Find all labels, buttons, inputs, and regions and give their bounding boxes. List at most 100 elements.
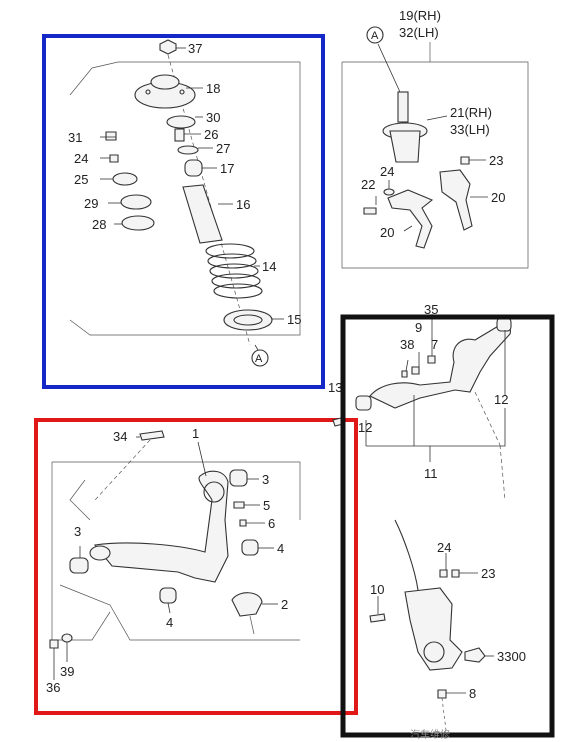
strut-assembly-group	[69, 39, 301, 367]
label-21rh: 21(RH)	[450, 105, 492, 120]
knuckle-bolt-24	[439, 569, 448, 578]
label-15: 15	[287, 312, 301, 327]
watermark-text: 汽车维修	[410, 728, 450, 741]
lower-arm-bushing-4-right	[241, 539, 259, 556]
strut-dust-cover-16	[182, 184, 223, 244]
shock-body	[389, 130, 421, 163]
steering-knuckle	[404, 587, 463, 671]
label-3-top: 3	[262, 472, 269, 487]
label-36: 36	[46, 680, 60, 695]
label-30: 30	[206, 110, 220, 125]
lower-arm-washer-39	[61, 633, 73, 643]
label-31: 31	[68, 130, 82, 145]
knuckle-group	[369, 519, 494, 731]
lower-arm-frame-red	[34, 418, 358, 715]
label-12-right: 12	[494, 392, 508, 407]
strut-nut-24	[109, 154, 119, 163]
shock-absorber-group	[341, 26, 529, 269]
label-19rh: 19(RH)	[399, 8, 441, 23]
label-10: 10	[370, 582, 384, 597]
label-4-right: 4	[277, 541, 284, 556]
label-11: 11	[424, 466, 438, 481]
lower-arm-group	[49, 430, 301, 680]
lower-arm-nut-6	[239, 519, 247, 527]
upper-arm-bushing-12-top	[496, 317, 512, 332]
knuckle-nut-8	[437, 689, 447, 699]
lower-arm-nut-36	[49, 639, 59, 649]
label-2: 2	[281, 597, 288, 612]
label-13: 13	[328, 380, 342, 395]
upper-arm-bolt-9	[427, 355, 436, 364]
strut-bearing-30	[166, 115, 196, 129]
label-knuckle-24: 24	[437, 540, 451, 555]
label-35: 35	[424, 302, 438, 317]
label-32lh: 32(LH)	[399, 25, 439, 40]
lower-ball-joint-2	[231, 592, 263, 617]
lower-control-arm-1	[93, 470, 229, 583]
shock-bracket-20-lower	[387, 189, 434, 249]
label-18: 18	[206, 81, 220, 96]
label-27: 27	[216, 141, 230, 156]
lower-arm-bolt-34	[139, 430, 165, 441]
label-7: 7	[431, 337, 438, 352]
knuckle-hub-3300	[464, 647, 486, 663]
shock-ref-a-circle	[366, 26, 384, 44]
label-38: 38	[400, 337, 414, 352]
label-5: 5	[263, 498, 270, 513]
strut-bolt-31	[105, 131, 117, 141]
shock-sheet-outline	[341, 61, 529, 269]
strut-frame-blue	[42, 34, 325, 389]
strut-nut-37	[159, 39, 177, 55]
label-26: 26	[204, 127, 218, 142]
label-8: 8	[469, 686, 476, 701]
label-6: 6	[268, 516, 275, 531]
label-shock-23: 23	[489, 153, 503, 168]
label-14: 14	[262, 259, 276, 274]
label-1: 1	[192, 426, 199, 441]
upper-arm-washer-7	[401, 370, 408, 378]
strut-washer-27	[177, 145, 199, 155]
lower-arm-bushing-4-lower	[159, 587, 177, 604]
label-shock-a: A	[371, 30, 379, 42]
upper-control-arm-11	[369, 323, 511, 409]
strut-seat-25	[112, 172, 138, 186]
strut-pad-15	[223, 309, 273, 331]
label-shock-24: 24	[380, 164, 394, 179]
label-4-lower: 4	[166, 615, 173, 630]
label-strut-a: A	[255, 353, 263, 365]
upper-arm-group	[332, 314, 512, 501]
strut-insulator-29	[120, 194, 152, 210]
lower-arm-bushing-3-left	[69, 557, 89, 574]
strut-bumper-17	[184, 159, 203, 177]
shock-washer-24	[383, 188, 395, 196]
label-3300: 3300	[497, 649, 526, 664]
lower-arm-bushing-3-top	[229, 469, 248, 487]
lower-arm-bolt-5	[233, 501, 245, 509]
label-28: 28	[92, 217, 106, 232]
label-33lh: 33(LH)	[450, 122, 490, 137]
label-29: 29	[84, 196, 98, 211]
strut-bushing-26	[174, 128, 185, 142]
shock-bolt-22	[363, 207, 377, 215]
shock-bracket-20-right	[439, 169, 473, 231]
label-shock-20-lower: 20	[380, 225, 394, 240]
strut-spring-seat-28	[121, 215, 155, 231]
label-knuckle-23: 23	[481, 566, 495, 581]
label-9: 9	[415, 320, 422, 335]
strut-coil-spring-14	[205, 243, 263, 299]
upper-arm-bushing-12-left	[355, 395, 372, 411]
knuckle-bolt-10	[369, 613, 386, 623]
label-37: 37	[188, 41, 202, 56]
shock-nut-23	[460, 156, 470, 165]
lower-arm-sheet-outline	[52, 461, 301, 520]
label-shock-20-right: 20	[491, 190, 505, 205]
upper-arm-nut-38	[411, 366, 420, 375]
knuckle-frame-black	[340, 314, 555, 738]
label-12-left: 12	[358, 420, 372, 435]
strut-sheet-outline	[69, 61, 301, 336]
label-3-left: 3	[74, 524, 81, 539]
label-17: 17	[220, 161, 234, 176]
label-shock-22: 22	[361, 177, 375, 192]
label-16: 16	[236, 197, 250, 212]
